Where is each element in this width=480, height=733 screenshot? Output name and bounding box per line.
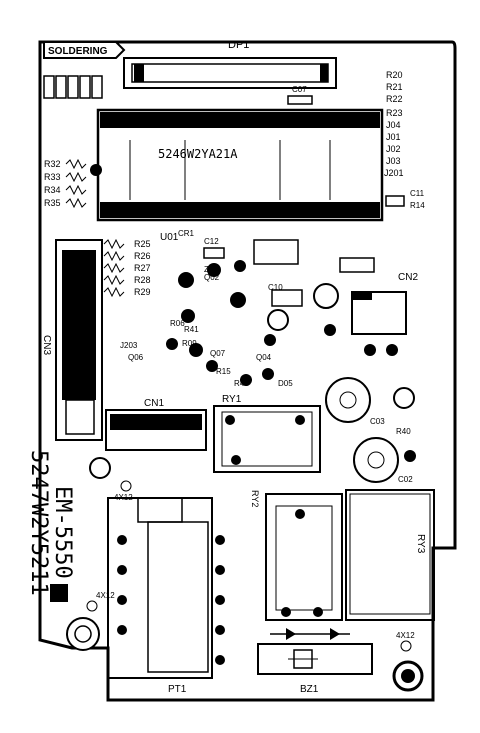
svg-text:R43: R43: [234, 379, 249, 388]
svg-text:R29: R29: [134, 287, 151, 297]
svg-text:R22: R22: [386, 94, 403, 104]
svg-text:R35: R35: [44, 198, 61, 208]
cn1-connector: CN1: [105, 398, 207, 451]
ry3-label: RY3: [415, 534, 426, 554]
svg-text:J03: J03: [386, 156, 401, 166]
svg-text:R26: R26: [134, 251, 151, 261]
relay-ry3: RY3: [345, 489, 435, 621]
svg-text:R28: R28: [134, 275, 151, 285]
u01-label: U01: [160, 232, 179, 243]
svg-text:Q07: Q07: [210, 349, 226, 358]
svg-text:R40: R40: [396, 427, 411, 436]
bz1-label: BZ1: [300, 684, 319, 695]
relay-ry2: RY2: [250, 490, 343, 621]
svg-text:R09: R09: [182, 339, 197, 348]
svg-text:Q02: Q02: [204, 273, 220, 282]
marker-square: [50, 584, 68, 602]
svg-text:Z01: Z01: [204, 265, 218, 274]
svg-text:R23: R23: [386, 108, 403, 118]
svg-text:J01: J01: [386, 132, 401, 142]
dp1-display: DP1: [123, 39, 337, 89]
cn3-connector: CN3: [41, 239, 103, 441]
mounting-holes: [66, 457, 424, 692]
cn2-connector: CN2: [351, 272, 418, 335]
svg-text:C03: C03: [370, 417, 385, 426]
svg-text:R15: R15: [216, 367, 231, 376]
svg-text:R32: R32: [44, 159, 61, 169]
top-left-components: [43, 75, 103, 99]
ry2-label: RY2: [250, 490, 260, 507]
transformer-pt1: PT1: [107, 497, 225, 695]
electrolytic-caps: C03 C02 R40: [325, 377, 416, 484]
svg-text:J203: J203: [120, 341, 138, 350]
diodes-row: [270, 628, 350, 640]
svg-text:Q06: Q06: [128, 353, 144, 362]
soldering-arrow: SOLDERING: [43, 41, 126, 59]
svg-text:4X12: 4X12: [396, 631, 415, 640]
svg-text:C12: C12: [204, 237, 219, 246]
svg-text:4X12: 4X12: [96, 591, 115, 600]
svg-text:R14: R14: [410, 201, 425, 210]
svg-text:4X12: 4X12: [114, 493, 133, 502]
svg-text:D05: D05: [278, 379, 293, 388]
svg-text:J04: J04: [386, 120, 401, 130]
svg-text:J201: J201: [384, 168, 404, 178]
ic-u01: 5246W2YA21A U01: [96, 108, 384, 243]
dp1-label: DP1: [228, 39, 249, 51]
center-components: C12 C10 CR1 Z01 Q02 R06 R41 R09 Q07 R15 …: [120, 229, 398, 388]
mid-resistors: R25 R26 R27 R28 R29: [103, 238, 151, 298]
cn3-label: CN3: [41, 335, 52, 355]
pt1-label: PT1: [168, 684, 187, 695]
svg-text:R20: R20: [386, 70, 403, 80]
svg-text:R06: R06: [170, 319, 185, 328]
svg-text:C11: C11: [410, 189, 425, 198]
c07-cap: [287, 95, 313, 105]
buzzer-bz1: BZ1: [257, 643, 373, 695]
svg-text:C07: C07: [292, 85, 307, 94]
svg-text:C10: C10: [268, 283, 283, 292]
svg-text:R34: R34: [44, 185, 61, 195]
ic-part-label: 5246W2YA21A: [158, 147, 238, 161]
cn1-label: CN1: [144, 398, 164, 409]
svg-text:CR1: CR1: [178, 229, 195, 238]
model-text: EM-5550: [50, 486, 75, 579]
svg-text:C02: C02: [398, 475, 413, 484]
ry1-label: RY1: [222, 394, 242, 405]
svg-text:R33: R33: [44, 172, 61, 182]
right-labels: R20 R21 R22 R23 J04 J01 J02 J03 J201 C11…: [384, 70, 425, 210]
part-number-text: 5247W2Y5211: [26, 450, 51, 596]
svg-text:R21: R21: [386, 82, 403, 92]
soldering-label: SOLDERING: [48, 46, 108, 57]
svg-text:J02: J02: [386, 144, 401, 154]
left-resistors: R32 R33 R34 R35: [44, 158, 102, 209]
cn2-label: CN2: [398, 272, 418, 283]
svg-text:R25: R25: [134, 239, 151, 249]
svg-text:R27: R27: [134, 263, 151, 273]
svg-text:R41: R41: [184, 325, 199, 334]
svg-text:Q04: Q04: [256, 353, 272, 362]
relay-ry1: RY1: [213, 394, 321, 473]
